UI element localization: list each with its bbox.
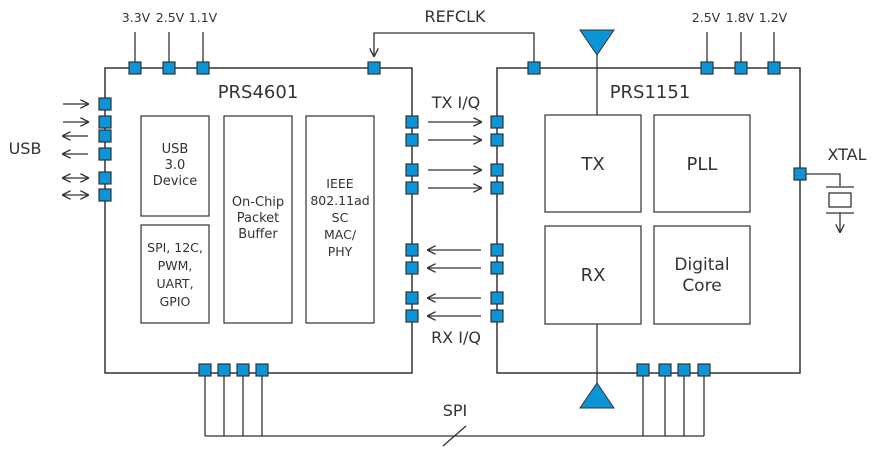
tx-iq-label: TX I/Q: [431, 93, 481, 112]
supply-label-1v2: 1.2V: [759, 10, 788, 25]
peripheral-io-line3: UART,: [156, 276, 193, 291]
peripheral-io-block: [140, 224, 210, 324]
pll-block: [653, 114, 751, 213]
usb-pins: [98, 97, 112, 202]
rx-iq-arrows: [428, 250, 481, 316]
usb-label: USB: [9, 139, 42, 158]
chip-name-prs4601: PRS4601: [218, 82, 299, 103]
xtal-label: XTAL: [827, 145, 866, 164]
supply-label-2v5-right: 2.5V: [692, 10, 721, 25]
antenna-bottom-icon: [579, 324, 615, 409]
peripheral-io-line1: SPI, 12C,: [147, 240, 203, 255]
tx-iq-pins: [405, 115, 504, 195]
crystal-icon: [793, 167, 854, 232]
usb-device-line2: 3.0: [165, 158, 186, 173]
mac-phy-line2: 802.11ad: [310, 193, 369, 208]
usb-arrows: [63, 104, 88, 195]
mac-phy-line5: PHY: [328, 244, 353, 259]
digital-core-block: [653, 225, 751, 325]
usb-device-line3: Device: [153, 174, 197, 189]
rx-iq-label: RX I/Q: [431, 328, 481, 347]
rx-block-label: RX: [581, 265, 606, 286]
peripheral-io-line2: PWM,: [158, 258, 193, 273]
mac-phy-line1: IEEE: [326, 176, 353, 191]
packet-buffer-line1: On-Chip: [232, 195, 284, 210]
rx-block: [544, 225, 642, 325]
digital-core-line1: Digital: [674, 255, 729, 275]
packet-buffer-line3: Buffer: [238, 227, 278, 242]
refclk-wire: [367, 32, 541, 75]
supply-pins-right: [700, 32, 781, 75]
packet-buffer-block: [223, 115, 293, 324]
pll-block-label: PLL: [687, 154, 718, 175]
tx-block: [544, 114, 642, 213]
chip-name-prs1151: PRS1151: [610, 82, 691, 103]
refclk-label: REFCLK: [424, 7, 486, 26]
tx-block-label: TX: [580, 154, 604, 175]
prs1151-chip: [496, 67, 801, 374]
mac-phy-block: [305, 115, 375, 324]
mac-phy-line4: MAC/: [324, 227, 357, 242]
mac-phy-line3: SC: [332, 210, 349, 225]
supply-label-1v8: 1.8V: [726, 10, 755, 25]
rx-iq-pins: [405, 243, 504, 323]
supply-label-1v1: 1.1V: [189, 10, 218, 25]
usb-device-block: [140, 115, 210, 217]
packet-buffer-line2: Packet: [237, 211, 280, 226]
usb-device-line1: USB: [162, 142, 189, 157]
tx-iq-arrows: [428, 122, 481, 188]
digital-core-line2: Core: [682, 276, 721, 296]
supply-label-2v5-left: 2.5V: [156, 10, 185, 25]
supply-pins-left: [128, 32, 210, 75]
spi-bus: [198, 363, 711, 447]
antenna-top-icon: [579, 29, 615, 115]
spi-label: SPI: [443, 401, 468, 420]
peripheral-io-line4: GPIO: [160, 294, 191, 309]
supply-label-3v3: 3.3V: [122, 10, 151, 25]
